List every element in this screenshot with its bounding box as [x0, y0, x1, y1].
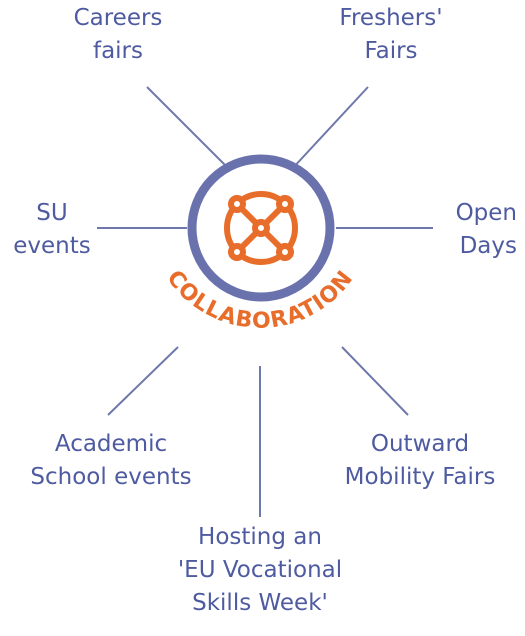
label-line: SU	[36, 200, 68, 226]
network-node	[252, 219, 270, 237]
label-line: Careers	[73, 5, 163, 31]
label-careers-fairs: Careers fairs	[74, 2, 163, 68]
connector-careers-fairs	[146, 86, 231, 171]
label-freshers-fairs: Freshers' Fairs	[339, 2, 442, 68]
hub-ring	[187, 154, 335, 302]
label-line: Fairs	[364, 38, 418, 64]
label-open-days: Open Days	[456, 197, 517, 263]
network-node	[228, 195, 246, 213]
network-node	[228, 243, 246, 261]
connector-academic-school-events	[107, 346, 179, 416]
connector-outward-mobility-fairs	[341, 346, 409, 416]
network-node	[276, 195, 294, 213]
label-line: events	[13, 233, 91, 259]
label-line: Skills Week'	[192, 590, 328, 616]
network-outer-ring	[224, 191, 298, 265]
label-line: Mobility Fairs	[344, 464, 496, 490]
label-line: 'EU Vocational	[177, 557, 343, 583]
label-line: Academic	[54, 431, 168, 457]
label-line: fairs	[92, 38, 144, 64]
collaboration-network-icon	[224, 191, 298, 265]
label-line: Hosting an	[198, 524, 322, 550]
label-academic-school-events: Academic School events	[30, 428, 191, 494]
label-line: School events	[30, 464, 192, 490]
label-su-events: SU events	[13, 197, 91, 263]
label-outward-mobility-fairs: Outward Mobility Fairs	[345, 428, 496, 494]
label-eu-vocational-skills-week: Hosting an 'EU Vocational Skills Week'	[178, 521, 342, 620]
label-line: Open	[455, 200, 517, 226]
label-line: Outward	[370, 431, 470, 457]
connector-freshers-fairs	[290, 86, 369, 171]
network-node	[276, 243, 294, 261]
label-line: Freshers'	[339, 5, 443, 31]
label-line: Days	[459, 233, 517, 259]
connector-lines	[97, 86, 433, 517]
